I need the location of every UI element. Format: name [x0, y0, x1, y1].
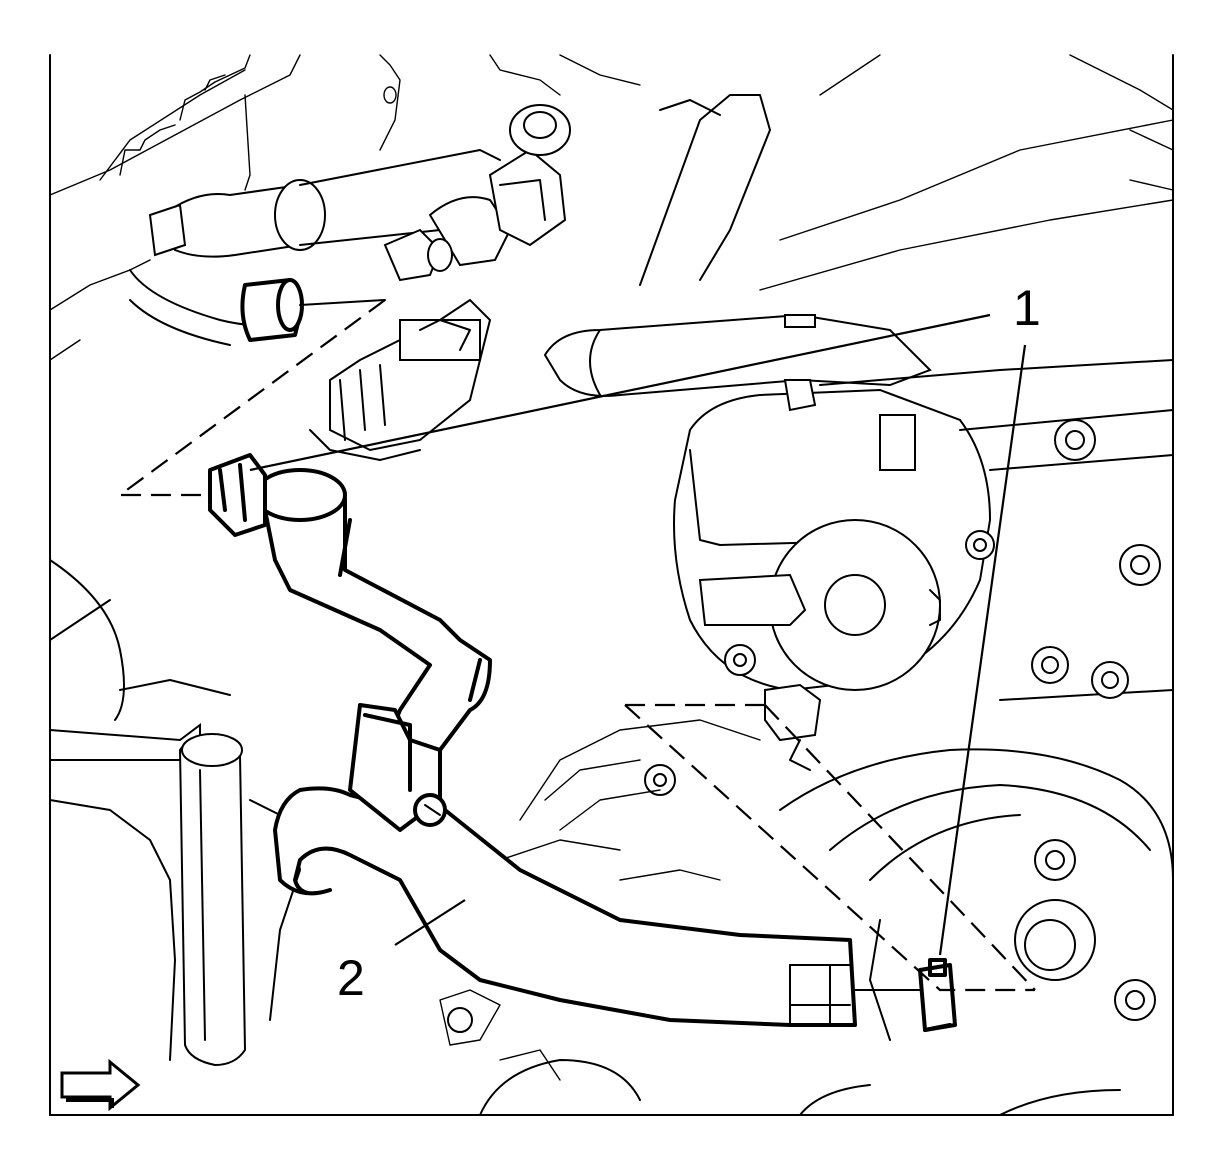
bolt — [1091, 661, 1129, 699]
crankshaft-pulley — [479, 748, 1174, 1116]
bolt — [1014, 899, 1096, 981]
location-indicator-lower — [624, 703, 1036, 992]
hose-clamp — [348, 703, 447, 832]
outlet-housing — [309, 104, 571, 461]
thermostat-housing — [673, 388, 992, 771]
bolt — [1054, 419, 1096, 461]
engine-background-upper-left — [49, 54, 641, 361]
leader-lines — [116, 299, 1036, 992]
location-indicator-upper — [116, 299, 386, 497]
bolt — [965, 530, 995, 560]
callout-2-leader — [394, 899, 466, 946]
right-arrow-icon — [60, 1058, 141, 1112]
quick-connect-fitting — [240, 278, 386, 342]
bolt — [1119, 544, 1161, 586]
callout-1-leader-lower — [938, 344, 1027, 956]
bolt — [644, 764, 676, 796]
callout-1-leader-upper — [249, 313, 991, 472]
heater-outlet-hose — [253, 468, 857, 1027]
bleed-fitting — [854, 958, 957, 1032]
callout-1-label: 1 — [1013, 280, 1041, 336]
upper-pipe — [543, 94, 932, 412]
engine-cover-right — [759, 54, 1174, 701]
alternator — [439, 719, 761, 1081]
bolts — [447, 419, 1161, 1033]
callout-2-label: 2 — [337, 950, 365, 1006]
upper-hose-clamp — [208, 453, 267, 537]
bolt — [1114, 979, 1156, 1021]
bolt — [1031, 646, 1069, 684]
diagram-frame — [49, 54, 1174, 1116]
bolt — [447, 1007, 473, 1033]
left-tube-bracket — [49, 559, 301, 1067]
bolt — [1034, 839, 1076, 881]
bolt — [724, 644, 756, 676]
